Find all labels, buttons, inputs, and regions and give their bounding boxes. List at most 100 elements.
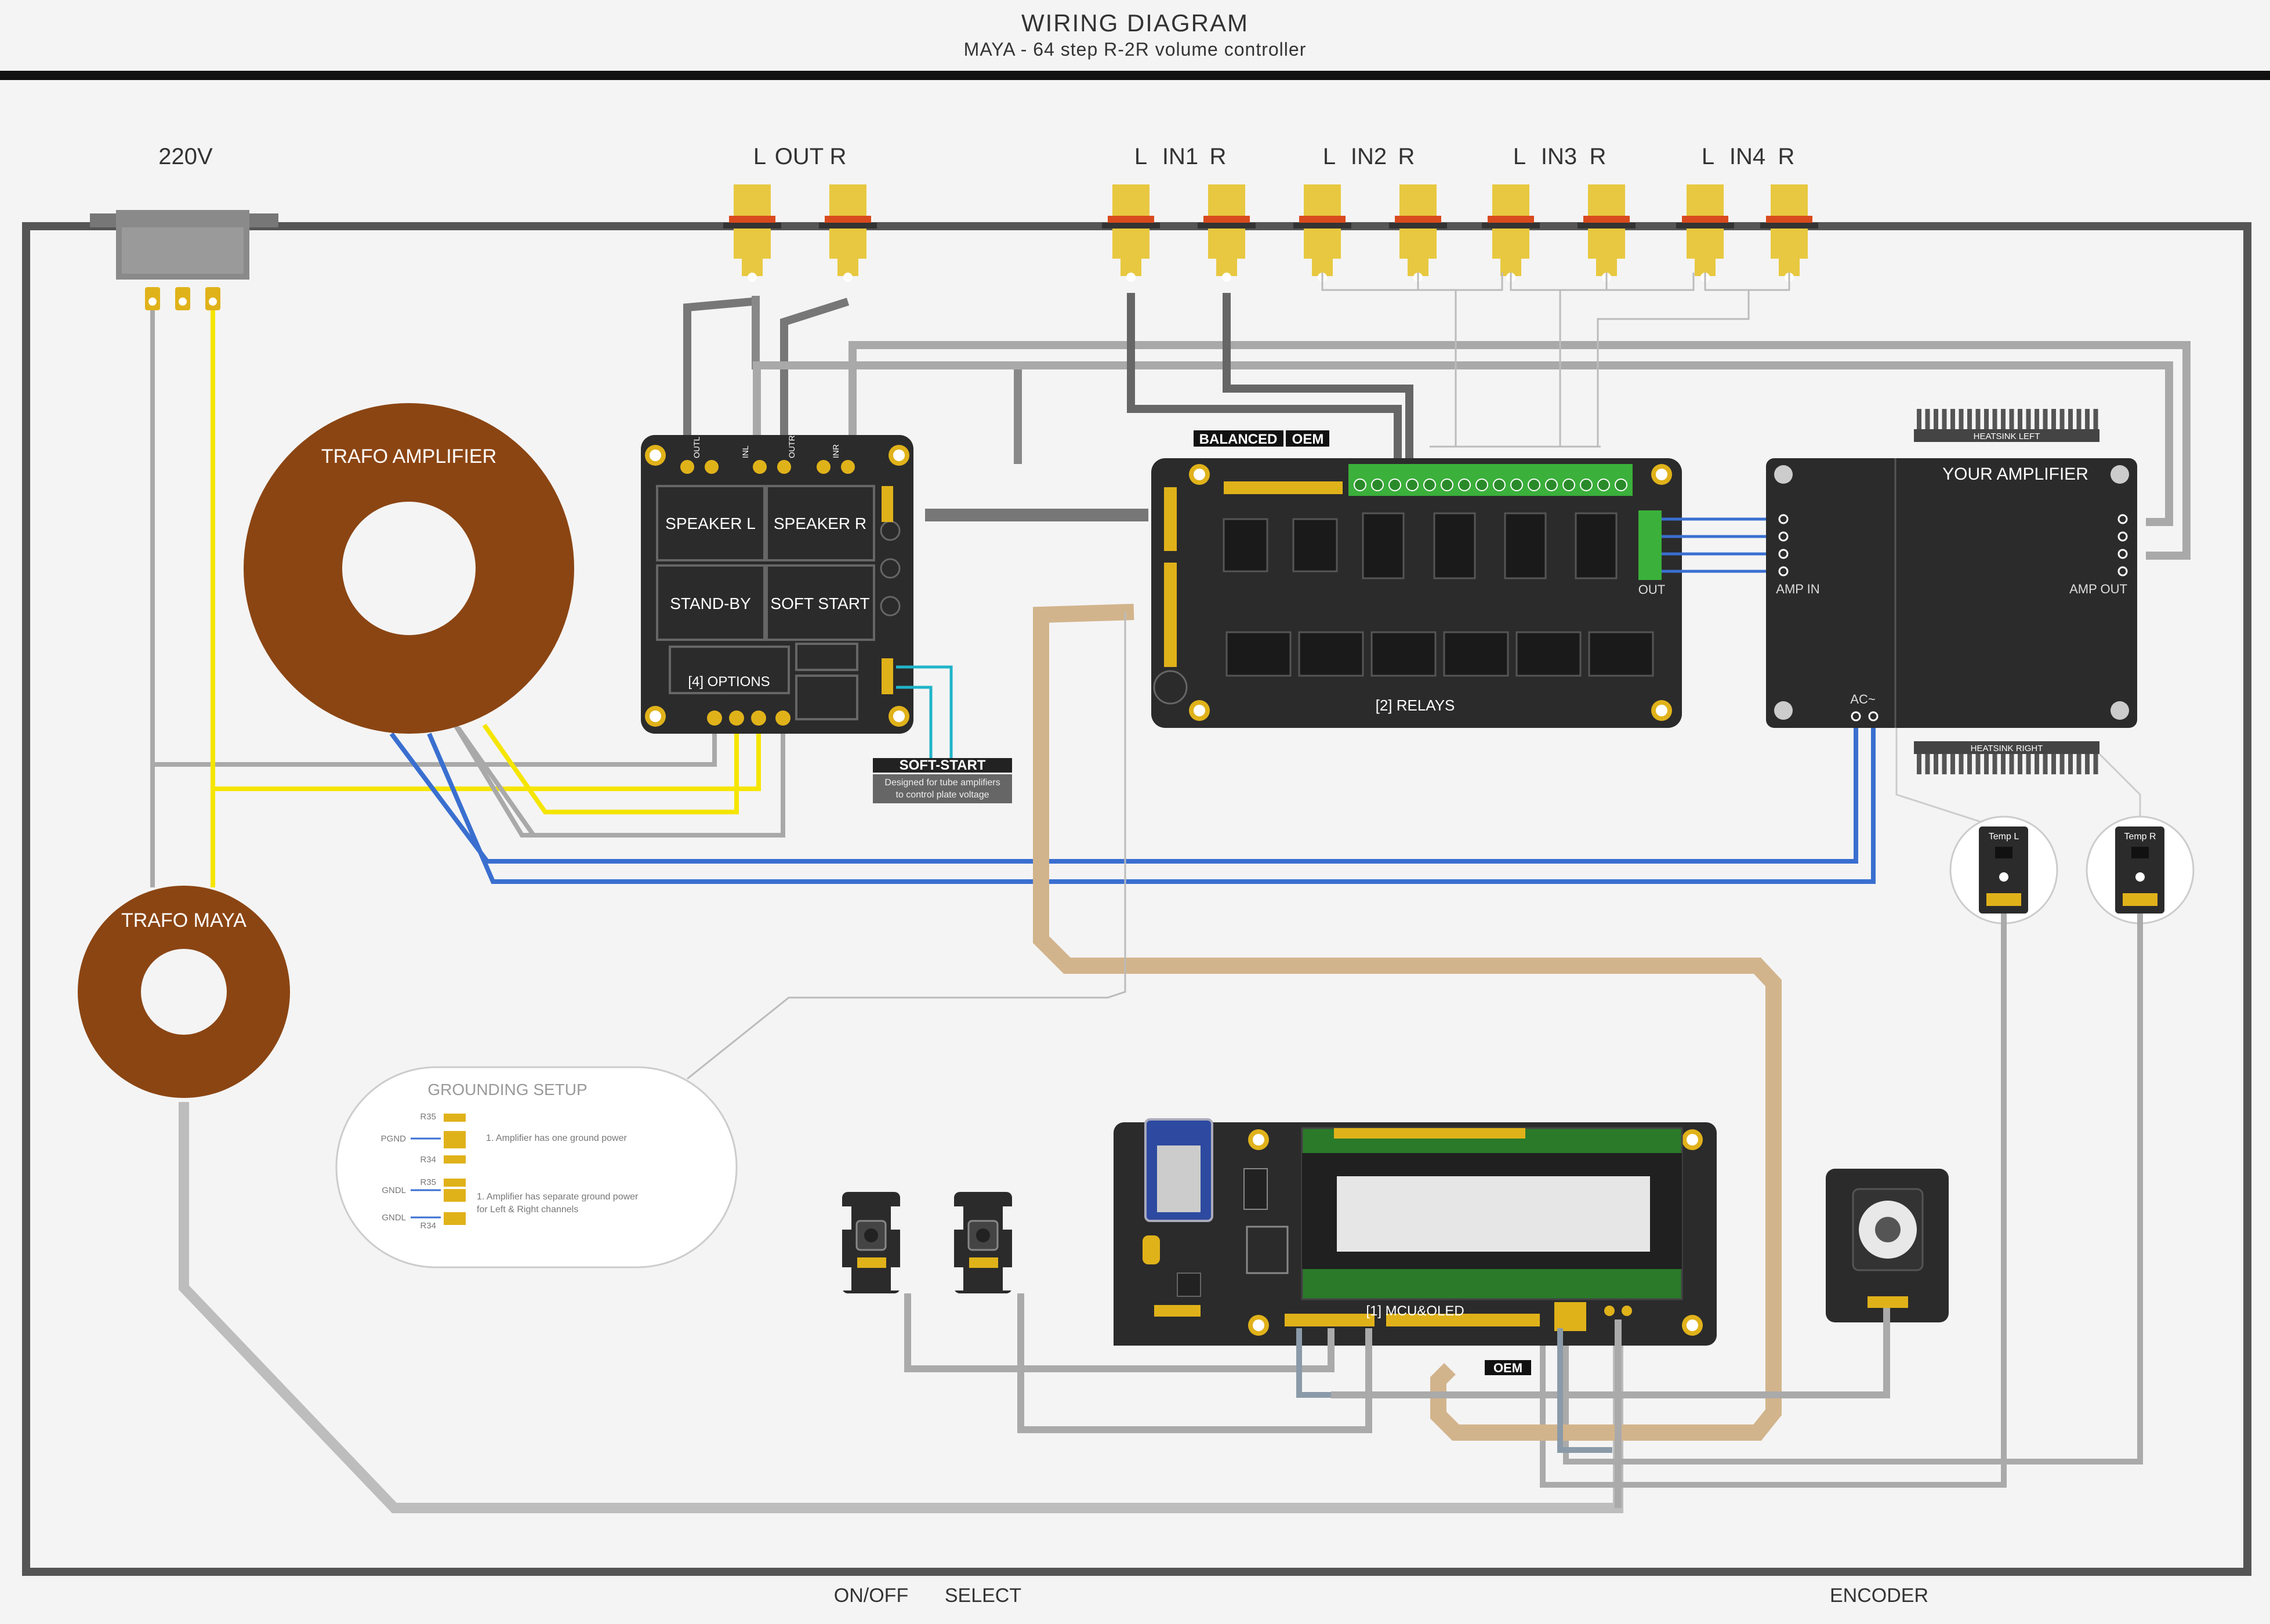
heatsink-fin [2026,754,2031,774]
rca-jack [1482,184,1540,282]
heatsink-fin [2009,754,2014,774]
out-l-label: L [753,144,766,169]
terminal-screw [1458,478,1471,491]
grounding-r35-b: R35 [420,1177,436,1187]
heatsink-fin [1992,409,1997,429]
rca-jack [1198,184,1256,282]
rca-jack [1676,184,1734,282]
your-amplifier-title: YOUR AMPLIFIER [1942,465,2088,484]
speaker-r-module [766,485,875,561]
in3-l-label: L [1513,144,1526,169]
pin-outr-label: OUTR [787,435,796,458]
heatsink-fin [1925,409,1930,429]
terminal-screw [1510,478,1523,491]
heatsink-fin [2043,409,2048,429]
heatsink-fin [1917,754,1921,774]
terminal-screw [1615,478,1627,491]
soft-start-line1: Designed for tube amplifiers [884,778,1000,788]
terminal-screw [1597,478,1610,491]
options-bottom-pads [707,710,790,726]
control-wires [904,1293,1890,1508]
heatsink-fin [1975,754,1981,774]
terminal-screw [1354,478,1366,491]
terminal-screw [1371,478,1384,491]
heatsink-fin [2043,754,2048,774]
speaker-l-module [656,485,766,561]
grounding-setup: GROUNDING SETUP R35 PGND R34 1. Amplifie… [335,1066,738,1268]
relay-chips [1223,512,1654,677]
heatsink-fin [2051,409,2056,429]
trafo-amplifier-label: TRAFO AMPLIFIER [321,445,496,467]
heatsink-fin [2001,754,2006,774]
stand-by-label: STAND-BY [670,594,751,612]
heatsink-fin [1925,754,1930,774]
diagram-subtitle: MAYA - 64 step R-2R volume controller [964,39,1307,60]
heatsink-fin [2018,409,2022,429]
pin-outl-label: OUTL [692,436,701,458]
diagram-title: WIRING DIAGRAM [1021,9,1249,37]
callout-line [687,612,1126,1080]
heatsink-fin [2076,409,2082,429]
speaker-l-label: SPEAKER L [665,514,756,532]
heatsink-fin [2085,409,2090,429]
relays-board: BALANCED OEM OUT [2] RELAYS [1151,430,1682,728]
speaker-r-label: SPEAKER R [774,514,866,532]
encoder-module [1826,1169,1949,1322]
pin-inl-label: INL [741,445,750,458]
in2-label: IN2 [1351,144,1387,169]
rca-jack [1760,184,1818,282]
terminal-screw [1580,478,1593,491]
lcd-screen [1337,1176,1650,1252]
in2-r-label: R [1398,144,1415,169]
in3-r-label: R [1590,144,1607,169]
soft-start-line2: to control plate voltage [896,790,989,800]
in4-r-label: R [1778,144,1795,169]
on-off-label: ON/OFF [834,1585,908,1607]
mcu-oem-tag: OEM [1493,1361,1522,1375]
mcu-bottom-wires [1296,1328,1612,1453]
heatsink-fin [1967,409,1972,429]
heatsink-fin [1942,409,1947,429]
heatsink-fin [2085,754,2090,774]
temp-l-label: Temp L [1989,832,2019,842]
rca-jack [1102,184,1160,282]
grounding-gndl-b: GNDL [382,1213,406,1223]
terminal-screw [1493,478,1506,491]
heatsink-fin [2001,409,2006,429]
heatsink-fin [2059,754,2065,774]
heatsink-fin [2035,409,2039,429]
heatsink-fin [2076,754,2082,774]
sensor-wires [1540,913,2143,1488]
amp-in-wires [1662,517,1783,573]
mains-wires [150,310,1876,887]
terminal-screw [1388,478,1401,491]
mains-inlet [90,210,278,310]
terminal-screw [1545,478,1558,491]
temp-sensor-r: Temp R [2086,753,2195,925]
trafo-maya-label: TRAFO MAYA [121,909,246,931]
grounding-r34-a: R34 [420,1155,436,1165]
heatsink-fin [2051,754,2056,774]
pin-inr-label: INR [831,444,840,458]
heatsink-fin [1975,409,1981,429]
encoder-label: ENCODER [1830,1585,1928,1607]
heatsink-fin [2093,754,2098,774]
rca-jack [1578,184,1636,282]
stand-by-module [656,564,766,641]
terminal-screw [1562,478,1575,491]
grounding-note2b: for Left & Right channels [477,1205,578,1215]
soft-start-title: SOFT-START [900,757,986,773]
temp-r-label: Temp R [2124,832,2156,842]
in4-label: IN4 [1729,144,1765,169]
heatsink-fin [2026,409,2031,429]
soft-start-callout: SOFT-START Designed for tube amplifiers … [873,665,1012,803]
on-off-button-module [842,1192,900,1293]
grounding-title: GROUNDING SETUP [427,1081,587,1099]
input-ground-wires [1321,273,1790,448]
trafo-amplifier: TRAFO AMPLIFIER [244,403,574,734]
ribbon-cable [1033,604,1782,1441]
in1-l-label: L [1134,144,1147,169]
balanced-tag: BALANCED [1199,432,1278,447]
in3-label: IN3 [1541,144,1577,169]
grounding-r35-a: R35 [420,1112,436,1122]
